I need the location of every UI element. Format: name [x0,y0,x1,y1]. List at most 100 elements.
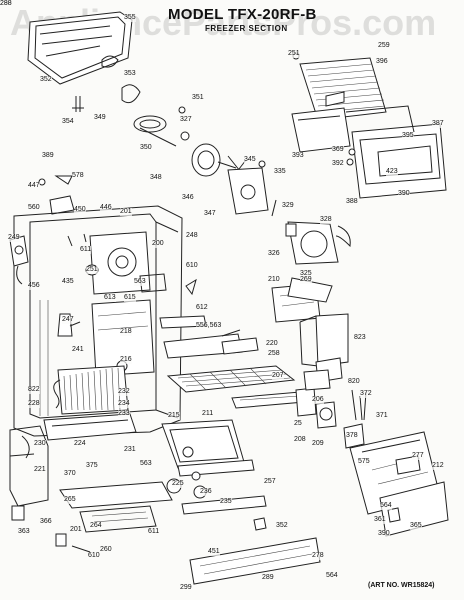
callout-35: 200 [152,240,164,248]
callout-46: 613 [104,294,116,302]
callout-29: 578 [72,172,84,180]
callout-102: 564 [326,572,338,580]
callout-23: 392 [332,160,344,168]
part-258-tube [221,329,259,355]
callout-40: 435 [62,278,74,286]
callout-80: 225 [172,480,184,488]
part-611-thermostat [9,235,29,285]
callout-38: 611 [80,246,92,254]
callout-82: 235 [220,498,232,506]
callout-43: 615 [124,294,136,302]
callout-52: 220 [266,340,278,348]
callout-70: 208 [294,436,306,444]
part-264-foot [11,505,91,553]
callout-50: 556,563 [196,322,222,330]
callout-47: 247 [62,316,74,324]
callout-101: 278 [312,552,324,560]
callout-71: 25 [294,420,302,428]
callout-58: 822 [28,386,40,394]
callout-26: 388 [346,198,358,206]
part-206-wire-shelf [166,365,305,409]
callout-18: 259 [378,42,390,50]
part-235-basket [161,419,255,499]
callout-72: 209 [312,440,324,448]
callout-76: 375 [86,462,98,470]
part-372-duct [295,369,337,429]
part-556-evaporator-cover [91,299,155,377]
callout-48: 241 [72,346,84,354]
callout-64: 224 [74,440,86,448]
callout-30: 447 [28,182,40,190]
callout-60: 232 [118,388,130,396]
callout-55: 269 [300,276,312,284]
callout-1: 352 [40,76,52,84]
callout-68: 207 [272,372,284,380]
callout-66: 215 [168,412,180,420]
callout-79: 563 [140,460,152,468]
callout-96: 611 [148,528,160,536]
part-820-box [299,313,349,367]
callout-0: 355 [124,14,136,22]
callout-97: 610 [88,552,100,560]
callout-88: 361 [374,516,386,524]
callout-5: 351 [192,94,204,102]
callout-2: 353 [124,70,136,78]
part-355-tray [27,11,133,85]
callout-45: 612 [196,304,208,312]
callout-62: 233 [118,410,130,418]
callout-10: 345 [244,156,256,164]
callout-89: 365 [410,522,422,530]
callout-32: 450 [74,206,86,214]
callout-59: 228 [28,400,40,408]
callout-8: 348 [150,174,162,182]
callout-54: 210 [268,276,280,284]
callout-65: 231 [124,446,136,454]
callout-100: 451 [208,548,220,556]
callout-63: 230 [34,440,46,448]
part-395-panel [291,107,351,153]
callout-95: 201 [70,526,82,534]
callout-98: 260 [100,546,112,554]
diagram-title: MODEL TFX-20RF-B [168,6,317,23]
callout-31: 560 [28,204,40,212]
section-label: FREEZER SECTION [205,24,288,33]
callout-6: 350 [140,144,152,152]
callout-81: 236 [200,488,212,496]
callout-37: 249 [8,234,20,242]
callout-53: 258 [268,350,280,358]
part-325-damper [271,199,351,265]
callout-51: 216 [120,356,132,364]
callout-28: 389 [42,152,54,160]
callout-9: 346 [182,194,194,202]
part-234-evaporator [53,365,129,415]
part-390-drawer [345,105,447,199]
callout-41: 456 [28,282,40,290]
callout-16: 325 [300,270,312,278]
callout-86: 575 [358,458,370,466]
callout-25: 390 [398,190,410,198]
callout-74: 371 [376,412,388,420]
callout-27: 387 [432,120,444,128]
callout-99: 352 [276,522,288,530]
callout-49: 218 [120,328,132,336]
callout-14: 328 [320,216,332,224]
callout-103: 299 [180,584,192,592]
callout-22: 369 [332,146,344,154]
callout-12: 347 [204,210,216,218]
art-number: (ART NO. WR15824) [368,582,435,589]
part-612-fan-blade [139,273,197,296]
part-221-cabinet-base [9,425,49,507]
callout-42: 563 [134,278,146,286]
callout-19: 396 [376,58,388,66]
part-345-bracket [227,160,269,215]
callout-33: 446 [100,204,112,212]
callout-77: 370 [64,470,76,478]
callout-67: 211 [202,410,214,418]
callout-78: 221 [34,466,46,474]
callout-90: 390 [378,530,390,538]
callout-44: 610 [186,262,198,270]
callout-93: 265 [64,496,76,504]
callout-39: 251 [86,266,98,274]
callout-75: 378 [346,432,358,440]
